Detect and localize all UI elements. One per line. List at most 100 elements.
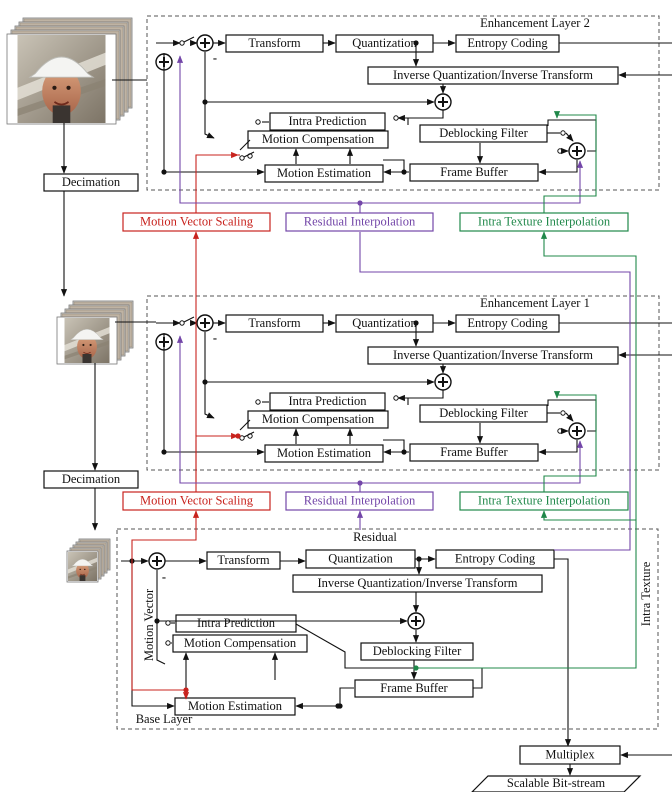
enh2-frame-buffer-box: [409, 163, 539, 182]
enh2-motion-estimation-box: [264, 164, 384, 183]
input-frames-quarter: [66, 538, 111, 583]
decimation-upper-block: Decimation: [43, 173, 139, 192]
decimation-upper-label: Decimation: [62, 175, 121, 189]
connector: [131, 510, 200, 561]
enh2-entropy-coding-label: Entropy Coding: [467, 36, 548, 50]
mv-scale-to-enh2: [195, 151, 239, 213]
base-motion-estimation-label: Motion Estimation: [188, 699, 283, 713]
enh1-motion-estimation-box: [264, 444, 384, 463]
base-frame-buffer-label: Frame Buffer: [380, 681, 448, 695]
junction-dot: [357, 480, 363, 486]
enh2-reconstruct-sum-node: [434, 93, 452, 111]
base-frame-buffer-block: Frame Buffer: [354, 679, 474, 698]
base-transform-label: Transform: [217, 553, 270, 567]
enh1-quantization-label: Quantization: [352, 316, 417, 330]
connector: [397, 110, 444, 122]
residual-interpolation-lower-label: Residual Interpolation: [304, 493, 416, 507]
switch-contact: [560, 410, 566, 416]
junction-dot: [335, 703, 341, 709]
enh1-deblocking-filter-label: Deblocking Filter: [439, 406, 528, 420]
enh2-quantization-block: Quantization: [335, 34, 434, 53]
base-entropy-coding-block: Entropy Coding: [435, 549, 555, 569]
enh1-inverse-quant-transform-block: Inverse Quantization/Inverse Transform: [367, 346, 619, 365]
switch-contact: [560, 130, 566, 136]
motion-vector-annotation: Motion Vector: [142, 588, 156, 661]
motion-vector-scaling-lower-block: Motion Vector Scaling: [122, 491, 271, 511]
connector: [204, 102, 215, 139]
switch-contact: [165, 620, 171, 626]
base-deblocking-filter-block: Deblocking Filter: [360, 642, 474, 661]
base-motion-estimation-box: [174, 697, 296, 716]
base-intra-prediction-block: Intra Prediction: [175, 614, 297, 633]
junction-dot: [161, 169, 167, 175]
intra-to-enh2: [543, 111, 597, 213]
enh1-inverse-quant-transform-box: [367, 346, 619, 365]
mv-base-to-scale: [131, 561, 190, 700]
residual-to-enh1: [176, 335, 361, 492]
enh1-frame-buffer-box: [409, 443, 539, 462]
switch-contact: [557, 428, 563, 434]
enh2-deblocking-filter-block: Deblocking Filter: [419, 124, 548, 143]
scalable-bitstream-label: Scalable Bit-stream: [507, 776, 606, 790]
enh1-intra-prediction-block: Intra Prediction: [269, 392, 386, 411]
enh2-layer-title: Enhancement Layer 2: [480, 16, 590, 30]
enh1-intra-prediction-label: Intra Prediction: [288, 394, 367, 408]
enh2-transform-label: Transform: [248, 36, 301, 50]
connector: [360, 440, 584, 484]
enh1-quantization-block: Quantization: [335, 314, 434, 333]
intra-texture-interpolation-lower-label: Intra Texture Interpolation: [478, 493, 611, 507]
enh2-motion-estimation-label: Motion Estimation: [277, 166, 372, 180]
residual-interpolation-upper-block: Residual Interpolation: [285, 212, 434, 232]
residual-interpolation-upper-label: Residual Interpolation: [304, 214, 416, 228]
connector: [397, 390, 444, 402]
base-to-multiplex: [554, 558, 572, 747]
enh1-transform-label: Transform: [248, 316, 301, 330]
base-motion-compensation-box: [172, 634, 308, 653]
junction-dot: [161, 449, 167, 455]
enh1-reconstruct-sum-node: [434, 373, 452, 391]
mv-scale-to-enh1: [195, 432, 239, 492]
enh1-input-switch: [179, 316, 195, 326]
enh1-entropy-coding-label: Entropy Coding: [467, 316, 548, 330]
input-frames-full: [6, 17, 133, 125]
switch-contact: [255, 399, 261, 405]
switch-contact: [255, 119, 261, 125]
connector: [360, 160, 584, 204]
intra-to-enh1: [543, 391, 597, 492]
base-inverse-quant-transform-box: [292, 574, 543, 593]
enh1-intra-prediction-box: [269, 392, 386, 411]
decimation-lower-block: Decimation: [43, 470, 139, 489]
decimation-lower-box: [43, 470, 139, 489]
connector: [538, 160, 578, 176]
enh2-intra-prediction-block: Intra Prediction: [269, 112, 386, 131]
scalable-bitstream-output: [471, 775, 642, 792]
residual-interpolation-lower-block: Residual Interpolation: [285, 491, 434, 511]
enh2-intra-prediction-label: Intra Prediction: [288, 114, 367, 128]
residual-base-link: [359, 232, 631, 551]
connector: [565, 412, 574, 422]
enh1-frame-buffer-label: Frame Buffer: [440, 445, 508, 459]
connector: [540, 231, 637, 520]
enh1-motion-compensation-label: Motion Compensation: [262, 412, 375, 426]
enh1-entropy-coding-block: Entropy Coding: [455, 314, 560, 333]
connector: [156, 621, 166, 665]
motion-vector-scaling-lower-label: Motion Vector Scaling: [140, 493, 254, 507]
base-motion-estimation-block: Motion Estimation: [174, 697, 296, 716]
junction-dot: [235, 433, 241, 439]
decimation-upper-box: [43, 173, 139, 192]
base-subtract-node: [148, 552, 166, 570]
intra-texture-annotation: Intra Texture: [639, 561, 653, 626]
residual-annotation: Residual: [353, 530, 397, 544]
enh1-subtract-node: [196, 314, 214, 332]
enh2-frame-buffer-label: Frame Buffer: [440, 165, 508, 179]
base-intra-prediction-box: [175, 614, 297, 633]
enh2-transform-block: Transform: [225, 34, 324, 53]
enh1-motion-estimation-label: Motion Estimation: [277, 446, 372, 460]
enh2-entropy-coding-block: Entropy Coding: [455, 34, 560, 53]
enh2-intra-prediction-box: [269, 112, 386, 131]
enh2-inverse-quant-transform-block: Inverse Quantization/Inverse Transform: [367, 66, 619, 85]
base-intra-prediction-label: Intra Prediction: [197, 616, 276, 630]
enh1-motion-compensation-block: Motion Compensation: [247, 410, 389, 429]
enh2-frame-buffer-block: Frame Buffer: [409, 163, 539, 182]
switch-contact: [393, 115, 399, 121]
